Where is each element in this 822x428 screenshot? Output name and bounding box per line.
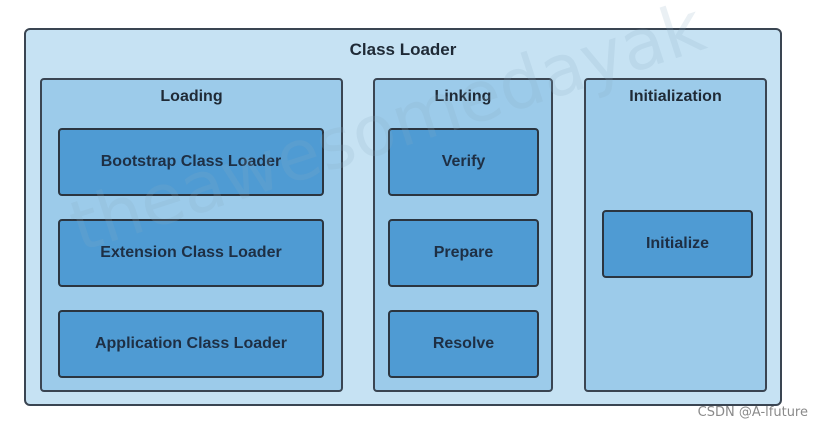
- loading-panel: Loading Bootstrap Class Loader Extension…: [40, 78, 343, 392]
- bootstrap-class-loader-box: Bootstrap Class Loader: [58, 128, 324, 196]
- linking-panel: Linking Verify Prepare Resolve: [373, 78, 553, 392]
- extension-class-loader-box: Extension Class Loader: [58, 219, 324, 287]
- credit-text: CSDN @A-lfuture: [697, 405, 808, 420]
- loading-title: Loading: [160, 88, 223, 105]
- application-class-loader-box: Application Class Loader: [58, 310, 324, 378]
- verify-box: Verify: [388, 128, 539, 196]
- linking-title: Linking: [434, 88, 492, 105]
- prepare-box: Prepare: [388, 219, 539, 287]
- initialize-box: Initialize: [602, 210, 753, 278]
- resolve-box: Resolve: [388, 310, 539, 378]
- initialization-panel: Initialization Initialize: [584, 78, 767, 392]
- class-loader-title: Class Loader: [349, 40, 457, 59]
- initialization-title: Initialization: [629, 88, 722, 105]
